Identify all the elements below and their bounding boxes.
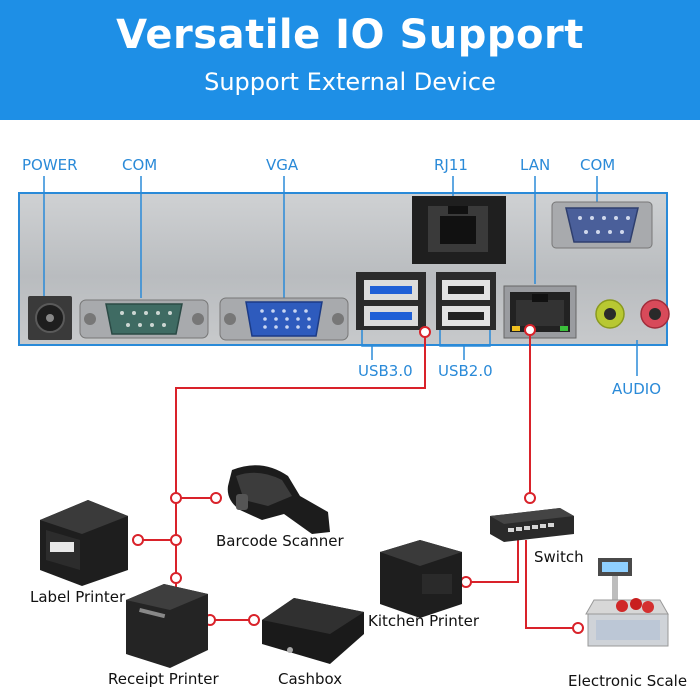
label-lan: LAN [520, 156, 551, 174]
electronic-scale-illustration [585, 558, 669, 647]
kitchen-printer-illustration [380, 540, 462, 618]
label-barcode-scanner: Barcode Scanner [216, 532, 344, 550]
label-com-left: COM [122, 156, 158, 174]
page-subtitle: Support External Device [204, 68, 496, 96]
vga-port [219, 297, 349, 341]
label-printer-illustration [40, 500, 128, 586]
page-title: Versatile IO Support [116, 12, 584, 58]
label-label-printer: Label Printer [30, 588, 126, 606]
label-com-right: COM [580, 156, 616, 174]
label-power: POWER [22, 156, 78, 174]
barcode-scanner-illustration [227, 465, 330, 534]
com-port-right [551, 201, 653, 249]
label-switch: Switch [534, 548, 584, 566]
cashbox-illustration [262, 598, 364, 664]
label-usb3: USB3.0 [358, 362, 413, 380]
power-jack [28, 296, 72, 340]
connection-nodes [132, 324, 584, 634]
com-port-left [79, 299, 209, 339]
receipt-printer-illustration [126, 584, 208, 668]
rj11-port [412, 196, 506, 264]
network-switch-illustration [490, 508, 574, 542]
port-leader-lines [43, 176, 638, 376]
label-usb2: USB2.0 [438, 362, 493, 380]
audio-jacks [595, 299, 670, 329]
label-kitchen-printer: Kitchen Printer [368, 612, 480, 630]
label-receipt-printer: Receipt Printer [108, 670, 219, 688]
label-audio: AUDIO [612, 380, 662, 398]
header-banner: Versatile IO Support Support External De… [0, 0, 700, 120]
usb3-ports [356, 272, 426, 330]
label-cashbox: Cashbox [278, 670, 343, 688]
connection-lines [138, 330, 578, 629]
label-vga: VGA [266, 156, 299, 174]
lan-port [503, 285, 577, 339]
label-electronic-scale: Electronic Scale [568, 672, 688, 690]
label-rj11: RJ11 [434, 156, 468, 174]
usb2-ports [436, 272, 496, 330]
